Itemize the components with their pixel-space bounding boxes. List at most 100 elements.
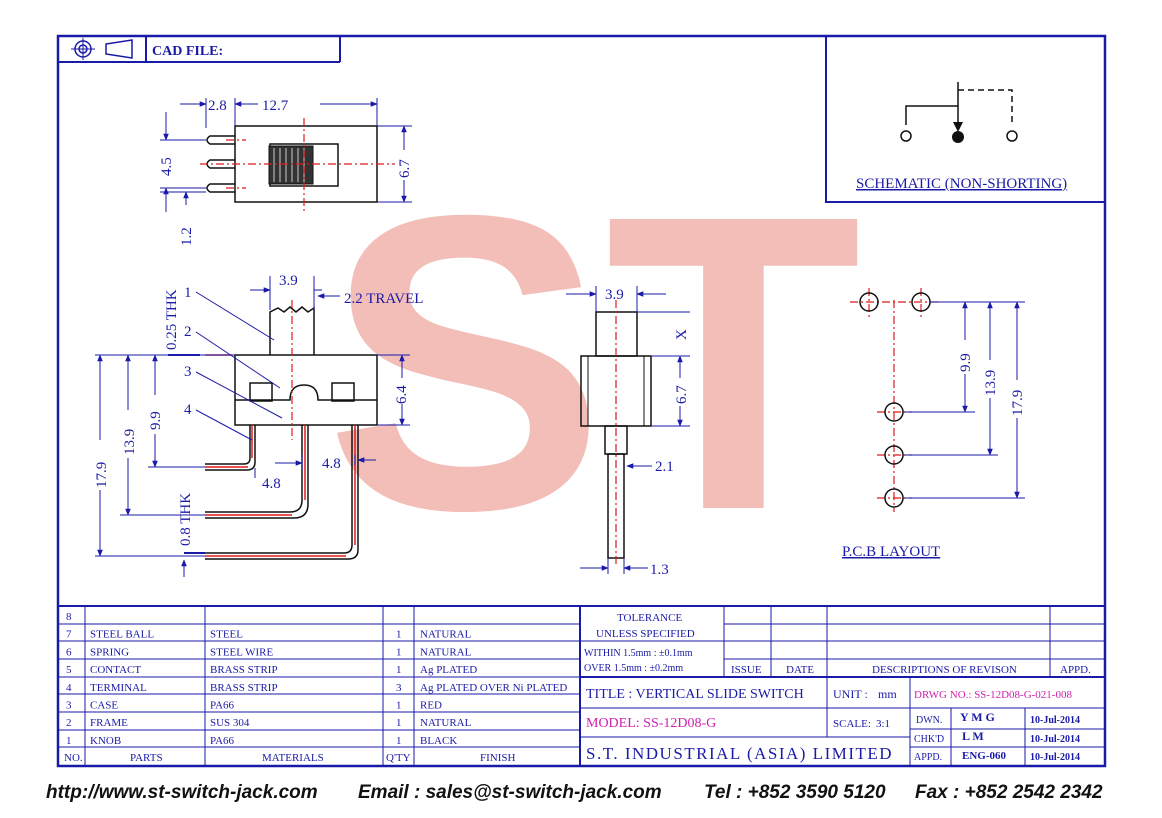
svg-text:3:1: 3:1	[876, 718, 890, 730]
svg-text:13.9: 13.9	[122, 429, 138, 455]
svg-text:13.9: 13.9	[983, 370, 999, 396]
bom-cell: CONTACT	[90, 664, 141, 676]
bom-cell: PA66	[210, 735, 235, 747]
svg-text:1.2: 1.2	[179, 227, 195, 246]
bom-cell: 1	[396, 629, 402, 641]
svg-text:4.8: 4.8	[322, 456, 341, 472]
drawing-number: DRWG NO.: SS-12D08-G-021-008	[914, 689, 1072, 701]
phone-text: Tel : +852 3590 5120	[704, 782, 886, 803]
cad-file-header: CAD FILE:	[58, 36, 341, 63]
svg-text:17.9: 17.9	[1010, 390, 1026, 416]
svg-text:2.1: 2.1	[655, 459, 674, 475]
pcb-layout-title: P.C.B LAYOUT	[842, 544, 940, 560]
svg-text:0.8 THK: 0.8 THK	[178, 493, 194, 546]
svg-text:SCALE:: SCALE:	[833, 718, 871, 730]
bom-cell: SUS 304	[210, 717, 250, 729]
svg-text:3: 3	[184, 364, 192, 380]
svg-text:UNLESS SPECIFIED: UNLESS SPECIFIED	[596, 628, 695, 640]
bom-cell: 8	[66, 611, 72, 623]
bom-cell: 1	[396, 717, 402, 729]
svg-text:10-Jul-2014: 10-Jul-2014	[1030, 715, 1080, 726]
bom-cell: 3	[396, 682, 402, 694]
svg-text:ISSUE: ISSUE	[731, 664, 762, 676]
svg-text:DWN.: DWN.	[916, 715, 942, 726]
svg-text:L M: L M	[962, 729, 984, 743]
svg-text:APPD.: APPD.	[914, 752, 942, 763]
contact-footer: http://www.st-switch-jack.com Email : sa…	[0, 776, 1162, 810]
svg-text:12.7: 12.7	[262, 98, 289, 114]
svg-text:6.4: 6.4	[394, 385, 410, 404]
website-link[interactable]: http://www.st-switch-jack.com	[46, 782, 318, 803]
svg-text:Y M G: Y M G	[960, 710, 995, 724]
bom-cell: KNOB	[90, 735, 121, 747]
svg-text:6.7: 6.7	[397, 159, 413, 178]
bom-cell: BRASS STRIP	[210, 664, 278, 676]
bom-cell: 1	[396, 735, 402, 747]
svg-text:10-Jul-2014: 10-Jul-2014	[1030, 752, 1080, 763]
bom-cell: NATURAL	[420, 717, 472, 729]
svg-text:TOLERANCE: TOLERANCE	[617, 612, 682, 624]
bom-cell: 2	[66, 717, 72, 729]
svg-text:4: 4	[184, 402, 192, 418]
fax-text: Fax : +852 2542 2342	[915, 782, 1103, 803]
pcb-layout: 9.9 13.9 17.9 P.C.B LAYOUT	[842, 288, 1026, 560]
bom-cell: SPRING	[90, 646, 129, 658]
cad-file-label: CAD FILE:	[152, 44, 223, 59]
svg-text:OVER 1.5mm : ±0.2mm: OVER 1.5mm : ±0.2mm	[584, 663, 683, 674]
svg-text:NO.: NO.	[64, 752, 83, 764]
drawing-title: TITLE : VERTICAL SLIDE SWITCH	[586, 687, 804, 702]
svg-text:9.9: 9.9	[958, 353, 974, 372]
bom-cell: 6	[66, 646, 72, 658]
svg-text:Q'TY: Q'TY	[386, 752, 411, 764]
bom-cell: 3	[66, 700, 72, 712]
svg-text:1: 1	[184, 285, 192, 301]
top-view: 2.8 12.7 4.5 6.7 1.2	[159, 98, 413, 246]
part-callouts: 1 2 3 4	[184, 285, 283, 441]
bom-cell: STEEL WIRE	[210, 646, 274, 658]
svg-text:3.9: 3.9	[605, 287, 624, 303]
email-text[interactable]: Email : sales@st-switch-jack.com	[358, 782, 662, 803]
st-watermark: ST	[325, 129, 862, 598]
bom-cell: Ag PLATED OVER Ni PLATED	[420, 682, 567, 694]
bom-cell: BLACK	[420, 735, 457, 747]
bom-cell: NATURAL	[420, 646, 472, 658]
bom-cell: FRAME	[90, 717, 128, 729]
svg-text:MATERIALS: MATERIALS	[262, 752, 324, 764]
bom-cell: RED	[420, 700, 442, 712]
bom-cell: 1	[396, 700, 402, 712]
model-number: MODEL: SS-12D08-G	[586, 716, 716, 731]
title-block: TITLE : VERTICAL SLIDE SWITCH UNIT : mm …	[580, 677, 1105, 766]
svg-text:PARTS: PARTS	[130, 752, 163, 764]
bom-cell: 5	[66, 664, 72, 676]
svg-text:CHK'D: CHK'D	[914, 734, 944, 745]
bom-cell: STEEL	[210, 629, 243, 641]
svg-text:ENG-060: ENG-060	[962, 750, 1007, 762]
bom-cell: BRASS STRIP	[210, 682, 278, 694]
tolerance-revision: TOLERANCE UNLESS SPECIFIED WITHIN 1.5mm …	[580, 606, 1105, 678]
bom-cell: NATURAL	[420, 629, 472, 641]
watermark-text: ST	[325, 129, 862, 598]
svg-text:10-Jul-2014: 10-Jul-2014	[1030, 734, 1080, 745]
bom-cell: TERMINAL	[90, 682, 147, 694]
svg-text:4.5: 4.5	[159, 157, 175, 176]
front-view: 3.9 2.2 TRAVEL 0.25 THK 6.4 17.9 13.9 9.…	[94, 273, 423, 577]
company-name: S.T. INDUSTRIAL (ASIA) LIMITED	[586, 744, 893, 763]
side-view: 3.9 X 6.7 2.1 1.3	[566, 286, 690, 578]
drawing-border	[56, 34, 1107, 768]
bom-cell: PA66	[210, 700, 235, 712]
svg-text:9.9: 9.9	[148, 411, 164, 430]
technical-drawing: ST CAD FILE: SCHEMATIC (NON-SHORTING)	[56, 34, 1107, 768]
svg-text:2: 2	[184, 324, 192, 340]
bom-cell: Ag PLATED	[420, 664, 477, 676]
svg-text:FINISH: FINISH	[480, 752, 516, 764]
svg-text:17.9: 17.9	[94, 462, 110, 488]
svg-text:DESCRIPTIONS OF REVISON: DESCRIPTIONS OF REVISON	[872, 664, 1017, 676]
schematic-box: SCHEMATIC (NON-SHORTING)	[825, 35, 1106, 203]
bom-cell: 1	[66, 735, 72, 747]
bom-cell: STEEL BALL	[90, 629, 154, 641]
svg-text:WITHIN 1.5mm : ±0.1mm: WITHIN 1.5mm : ±0.1mm	[584, 648, 693, 659]
svg-text:2.2 TRAVEL: 2.2 TRAVEL	[344, 291, 423, 307]
schematic-title: SCHEMATIC (NON-SHORTING)	[856, 176, 1067, 192]
bom-cell: 1	[396, 646, 402, 658]
